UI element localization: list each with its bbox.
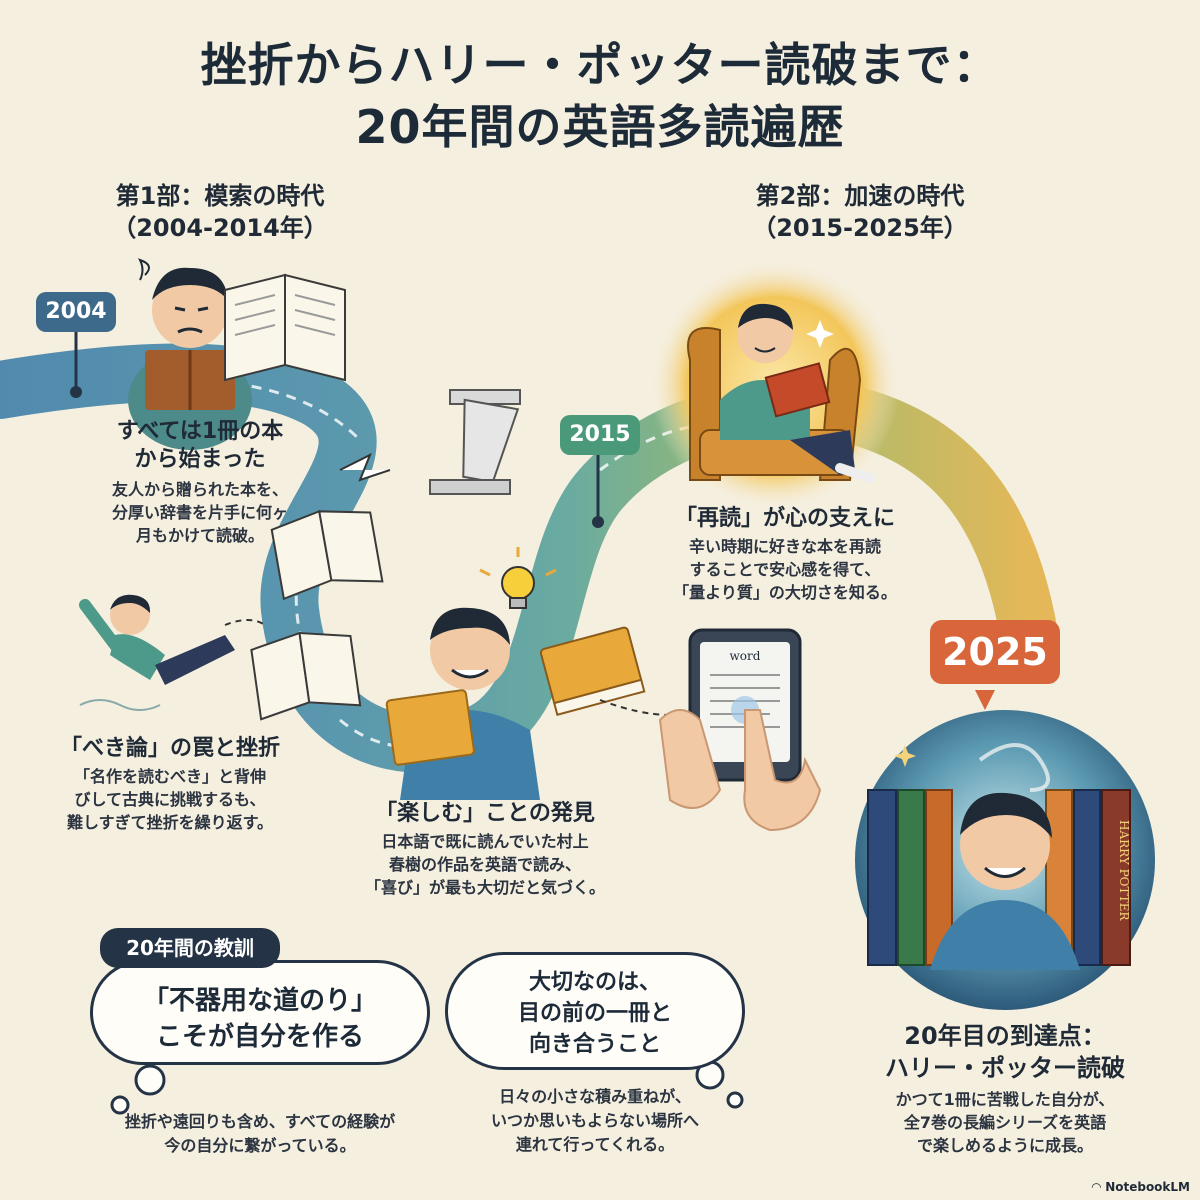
lesson-note-2: 日々の小さな積み重ねが、 いつか思いもよらない場所へ 連れて行ってくれる。 bbox=[445, 1085, 745, 1157]
notebooklm-logo-icon: ◠ bbox=[1091, 1180, 1106, 1194]
book-spine-label: HARRY POTTER bbox=[1117, 820, 1131, 921]
milestone-reread-desc-2: することで安心感を得て、 bbox=[689, 560, 881, 579]
milestone-enjoy-title: 「楽しむ」ことの発見 bbox=[375, 801, 595, 826]
lightbulb-icon bbox=[479, 547, 557, 609]
person-achiever bbox=[930, 792, 1080, 970]
lesson-bubble-2-line-1: 大切なのは、 bbox=[528, 970, 661, 995]
milestone-trap: 「べき論」の罠と挫折 「名作を読むべき」と背伸 びして古典に挑戦するも、 難しす… bbox=[40, 735, 300, 834]
milestone-goal-title-2: ハリー・ポッター読破 bbox=[885, 1054, 1125, 1082]
ereader-word: word bbox=[730, 649, 761, 663]
milestone-trap-desc-2: びして古典に挑戦するも、 bbox=[74, 790, 266, 809]
milestone-reread-title: 「再読」が心の支えに bbox=[674, 506, 895, 531]
person-falling bbox=[79, 594, 235, 685]
part2-name: 第2部：加速の時代 bbox=[755, 182, 965, 210]
year-tag-2004: 2004 bbox=[36, 292, 116, 332]
milestone-enjoy-desc-1: 日本語で既に読んでいた村上 bbox=[381, 832, 589, 851]
person-rereading-armchair bbox=[687, 303, 875, 483]
milestone-beginning-desc-1: 友人から贈られた本を、 bbox=[111, 480, 288, 499]
milestone-trap-desc-1: 「名作を読むべき」と背伸 bbox=[73, 767, 266, 786]
lesson-bubble-1-line-1: 「不器用な道のり」 bbox=[142, 986, 377, 1016]
open-book-falling-1 bbox=[270, 509, 384, 601]
lesson-bubble-1: 「不器用な道のり」 こそが自分を作る bbox=[90, 960, 430, 1065]
lesson-note-2-line-3: 連れて行ってくれる。 bbox=[515, 1135, 675, 1154]
lesson-bubble-1-line-2: こそが自分を作る bbox=[155, 1022, 364, 1052]
milestone-enjoy-desc-2: 春樹の作品を英語で読み、 bbox=[388, 855, 581, 874]
broken-column-icon bbox=[429, 389, 521, 495]
milestone-goal-desc-1: かつて1冊に苦戦した自分が、 bbox=[895, 1090, 1115, 1109]
open-book-falling-2 bbox=[250, 631, 362, 721]
milestone-beginning-desc-2: 分厚い辞書を片手に何ヶ bbox=[111, 503, 288, 522]
milestone-goal: 20年目の到達点： ハリー・ポッター読破 かつて1冊に苦戦した自分が、 全7巻の… bbox=[845, 1020, 1165, 1157]
lesson-note-1-line-1: 挫折や遠回りも含め、すべての経験が bbox=[124, 1112, 396, 1131]
part2-period: （2015-2025年） bbox=[752, 214, 968, 242]
lessons-label: 20年間の教訓 bbox=[100, 928, 280, 968]
lesson-note-2-line-2: いつか思いもよらない場所へ bbox=[490, 1111, 699, 1130]
lesson-bubble-2: 大切なのは、 目の前の一冊と 向き合うこと bbox=[445, 952, 745, 1070]
part1-name: 第1部：模索の時代 bbox=[115, 182, 325, 210]
milestone-beginning-title-2: から始まった bbox=[134, 447, 266, 472]
milestone-reread-desc-3: 「量より質」の大切さを知る。 bbox=[673, 583, 897, 602]
milestone-goal-desc-2: 全7巻の長編シリーズを英語 bbox=[903, 1113, 1107, 1132]
lesson-bubble-2-line-3: 向き合うこと bbox=[528, 1032, 661, 1057]
milestone-trap-title: 「べき論」の罠と挫折 bbox=[59, 736, 280, 761]
milestone-enjoy: 「楽しむ」ことの発見 日本語で既に読んでいた村上 春樹の作品を英語で読み、 「喜… bbox=[345, 800, 625, 899]
harry-potter-books-left bbox=[867, 789, 953, 966]
lesson-note-1-line-2: 今の自分に繋がっている。 bbox=[164, 1136, 356, 1155]
year-tag-2015: 2015 bbox=[560, 415, 640, 455]
hand-holding-ereader bbox=[658, 709, 722, 809]
milestone-beginning: すべては1冊の本 から始まった 友人から贈られた本を、 分厚い辞書を片手に何ヶ … bbox=[70, 418, 330, 547]
milestone-goal-title-1: 20年目の到達点： bbox=[904, 1022, 1106, 1050]
milestone-reread: 「再読」が心の支えに 辛い時期に好きな本を再読 することで安心感を得て、 「量よ… bbox=[650, 505, 920, 604]
closed-book-icon bbox=[539, 626, 646, 716]
part2-header: 第2部：加速の時代 （2015-2025年） bbox=[700, 180, 1020, 244]
open-book-large bbox=[224, 273, 346, 382]
ereader-device: word bbox=[688, 628, 802, 782]
part1-period: （2004-2014年） bbox=[112, 214, 328, 242]
brand-label: ◠ NotebookLM bbox=[1091, 1180, 1190, 1194]
lesson-note-1: 挫折や遠回りも含め、すべての経験が 今の自分に繋がっている。 bbox=[90, 1110, 430, 1158]
page-title-line2: 20年間の英語多読遍歴 bbox=[355, 100, 845, 154]
hand-tapping bbox=[743, 709, 822, 832]
milestone-beginning-title-1: すべては1冊の本 bbox=[116, 419, 284, 444]
milestone-beginning-desc-3: 月もかけて読破。 bbox=[135, 526, 264, 545]
milestone-enjoy-desc-3: 「喜び」が最も大切だと気づく。 bbox=[364, 878, 605, 897]
lesson-bubble-2-line-2: 目の前の一冊と bbox=[517, 1001, 672, 1026]
page-title-line1: 挫折からハリー・ポッター読破まで： bbox=[200, 38, 1000, 92]
milestone-goal-desc-3: で楽しめるように成長。 bbox=[916, 1136, 1093, 1155]
year-tag-2025: 2025 bbox=[930, 620, 1060, 684]
person-struggling-reader bbox=[128, 258, 252, 450]
person-enjoying-reading bbox=[385, 607, 540, 800]
milestone-reread-desc-1: 辛い時期に好きな本を再読 bbox=[688, 537, 881, 556]
milestone-trap-desc-3: 難しすぎて挫折を繰り返す。 bbox=[66, 813, 274, 832]
lesson-note-2-line-1: 日々の小さな積み重ねが、 bbox=[499, 1087, 691, 1106]
part1-header: 第1部：模索の時代 （2004-2014年） bbox=[60, 180, 380, 244]
